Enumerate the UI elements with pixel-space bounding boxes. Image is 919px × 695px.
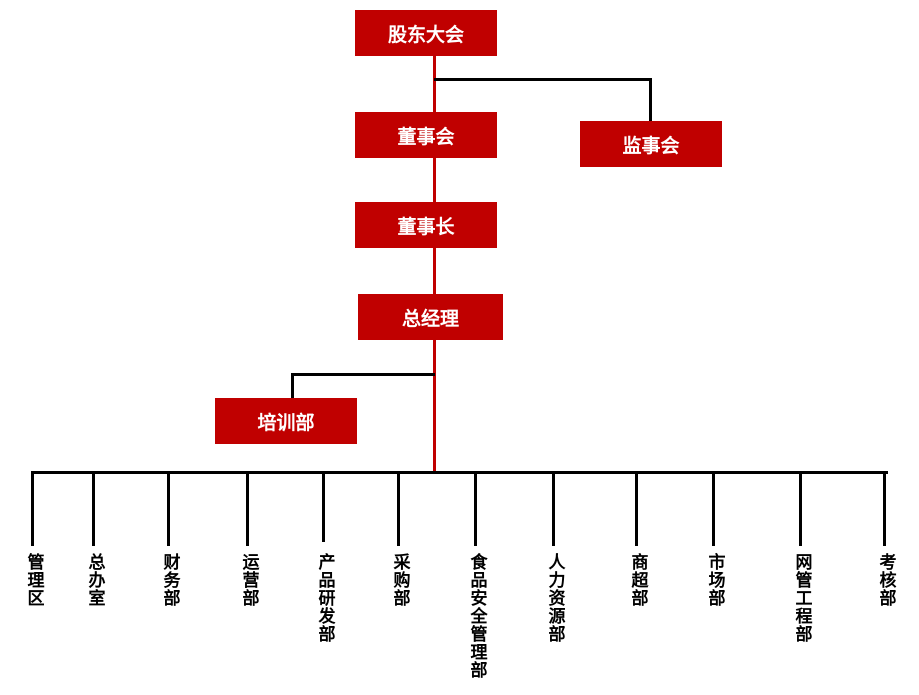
node-supervisors: 监事会 bbox=[580, 121, 722, 167]
department-label: 运营部 bbox=[238, 553, 259, 607]
department-connector bbox=[92, 472, 95, 546]
main-trunk-line bbox=[433, 56, 436, 474]
department-connector bbox=[799, 472, 802, 546]
department-connector bbox=[883, 472, 886, 546]
department-label: 采购部 bbox=[389, 553, 410, 607]
department-label: 考核部 bbox=[875, 553, 896, 607]
node-shareholders: 股东大会 bbox=[355, 10, 497, 56]
node-board: 董事会 bbox=[355, 112, 497, 158]
node-chairman: 董事长 bbox=[355, 202, 497, 248]
training-connector-v bbox=[291, 373, 294, 399]
department-label: 商超部 bbox=[627, 553, 648, 607]
supervisors-connector-h bbox=[434, 78, 652, 81]
department-label: 财务部 bbox=[159, 553, 180, 607]
departments-bus-line bbox=[31, 471, 888, 474]
department-connector bbox=[31, 472, 34, 546]
training-connector-h bbox=[291, 373, 435, 376]
department-connector bbox=[322, 472, 325, 542]
department-label: 食品安全管理部 bbox=[466, 553, 487, 679]
department-connector bbox=[552, 472, 555, 546]
department-connector bbox=[712, 472, 715, 546]
department-connector bbox=[397, 472, 400, 546]
department-connector bbox=[246, 472, 249, 546]
department-label: 总办室 bbox=[84, 553, 105, 607]
department-label: 人力资源部 bbox=[544, 553, 565, 643]
node-general-manager: 总经理 bbox=[358, 294, 503, 340]
department-label: 市场部 bbox=[704, 553, 725, 607]
department-connector bbox=[167, 472, 170, 546]
department-label: 产品研发部 bbox=[314, 553, 335, 643]
node-training: 培训部 bbox=[215, 398, 357, 444]
department-label: 管理区 bbox=[23, 553, 44, 607]
department-connector bbox=[635, 472, 638, 546]
department-label: 网管工程部 bbox=[791, 553, 812, 643]
supervisors-connector-v bbox=[649, 78, 652, 122]
department-connector bbox=[474, 472, 477, 546]
